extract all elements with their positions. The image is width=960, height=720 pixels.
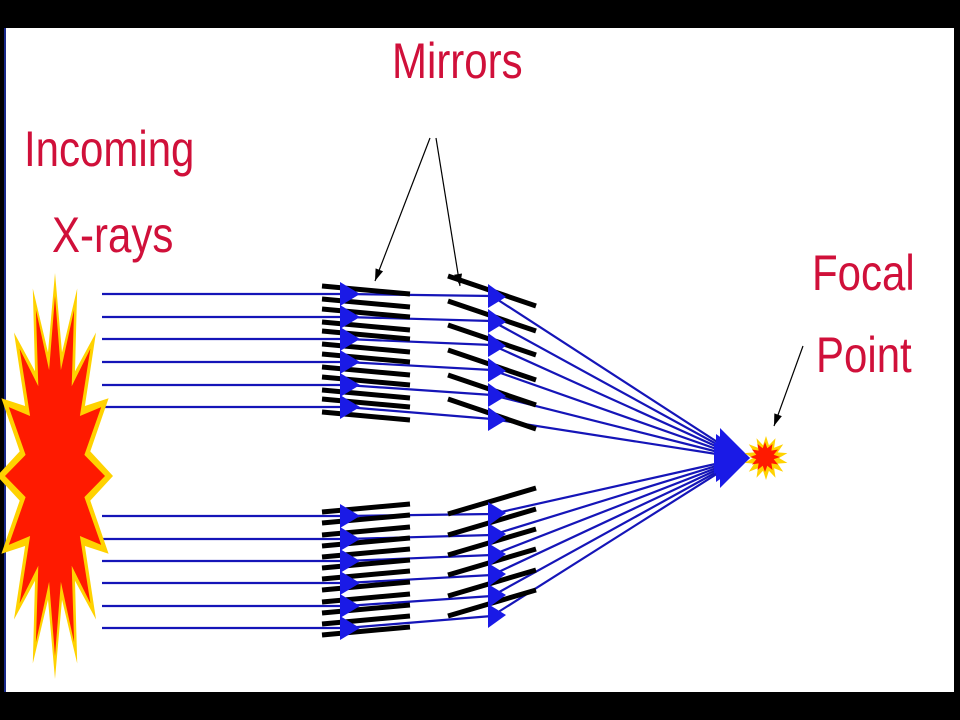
- ray-arrowhead: [488, 383, 506, 407]
- focal-arrowhead: [720, 428, 750, 460]
- pointer-head: [774, 413, 782, 426]
- xray-source-burst-icon: [5, 296, 105, 656]
- mirror-segment: [321, 546, 411, 560]
- mirrors-label: Mirrors: [392, 33, 523, 89]
- pointer-line: [374, 137, 431, 282]
- ray-path: [102, 337, 743, 460]
- ray-arrowheads: [340, 282, 750, 640]
- ray-path: [102, 360, 743, 460]
- ray-arrowhead: [340, 571, 360, 595]
- ray-arrowhead: [340, 594, 360, 618]
- mirror-segment: [321, 568, 411, 582]
- point-label: Point: [816, 327, 912, 383]
- mirror-segment: [321, 579, 411, 593]
- ray-arrowhead: [488, 358, 506, 382]
- xrays-label: X-rays: [52, 207, 174, 263]
- mirror-segment: [321, 364, 411, 378]
- mirror-segment: [321, 409, 411, 423]
- pointer-line: [773, 345, 804, 427]
- mirror-segment: [321, 591, 411, 605]
- ray-path: [102, 456, 743, 563]
- ray-arrowhead: [340, 327, 360, 351]
- mirror-segment: [321, 306, 411, 320]
- incoming-label: Incoming: [24, 121, 195, 177]
- burst-icons: [0, 273, 788, 679]
- mirror-segment: [321, 396, 411, 410]
- ray-paths: [102, 292, 743, 630]
- mirror-segment: [321, 524, 411, 538]
- mirror-segment: [321, 351, 411, 365]
- ray-arrowhead: [340, 616, 360, 640]
- ray-arrowhead: [488, 523, 506, 547]
- mirror-segment: [321, 374, 411, 388]
- mirror-segment: [321, 512, 411, 526]
- mirror-segment: [321, 501, 411, 515]
- ray-path: [102, 457, 743, 585]
- ray-arrowhead: [488, 604, 506, 628]
- ray-arrowhead: [488, 309, 506, 333]
- focal-label: Focal: [812, 245, 915, 301]
- mirror-segment: [321, 624, 411, 638]
- callout-pointers: [374, 137, 804, 427]
- mirror-segment: [321, 328, 411, 342]
- ray-path: [102, 292, 743, 459]
- mirror-segment: [321, 296, 411, 310]
- mirror-segment: [321, 613, 411, 627]
- focal-arrowhead: [720, 456, 750, 488]
- ray-path: [102, 456, 743, 518]
- ray-arrowhead: [340, 395, 360, 419]
- mirror-segment: [321, 319, 411, 333]
- mirror-segment: [321, 387, 411, 401]
- ray-arrowhead: [488, 333, 506, 357]
- ray-arrowhead: [340, 504, 360, 528]
- ray-path: [102, 383, 743, 460]
- ray-arrowhead: [488, 543, 506, 567]
- ray-arrowhead: [488, 407, 506, 431]
- ray-arrowhead: [340, 305, 360, 329]
- ray-arrowhead: [340, 527, 360, 551]
- mirror-segment: [321, 283, 411, 297]
- ray-path: [102, 456, 743, 541]
- mirror-segment: [321, 535, 411, 549]
- pointer-line: [435, 137, 461, 287]
- mirror-segment: [321, 602, 411, 616]
- ray-path: [102, 315, 743, 459]
- ray-arrowhead: [488, 584, 506, 608]
- mirror-segment: [447, 485, 537, 517]
- ray-arrowhead: [488, 563, 506, 587]
- ray-arrowhead: [340, 549, 360, 573]
- ray-arrowhead: [340, 282, 360, 306]
- ray-arrowhead: [340, 373, 360, 397]
- ray-path: [102, 457, 743, 630]
- ray-arrowhead: [340, 350, 360, 374]
- ray-arrowhead: [488, 502, 506, 526]
- pointer-head: [454, 273, 463, 286]
- mirror-segment: [321, 341, 411, 355]
- ray-path: [102, 405, 743, 460]
- ray-path: [102, 457, 743, 608]
- mirror-segment: [321, 557, 411, 571]
- pointer-head: [375, 268, 384, 281]
- focal-point-burst-icon: [750, 442, 780, 472]
- ray-arrowhead: [488, 284, 506, 308]
